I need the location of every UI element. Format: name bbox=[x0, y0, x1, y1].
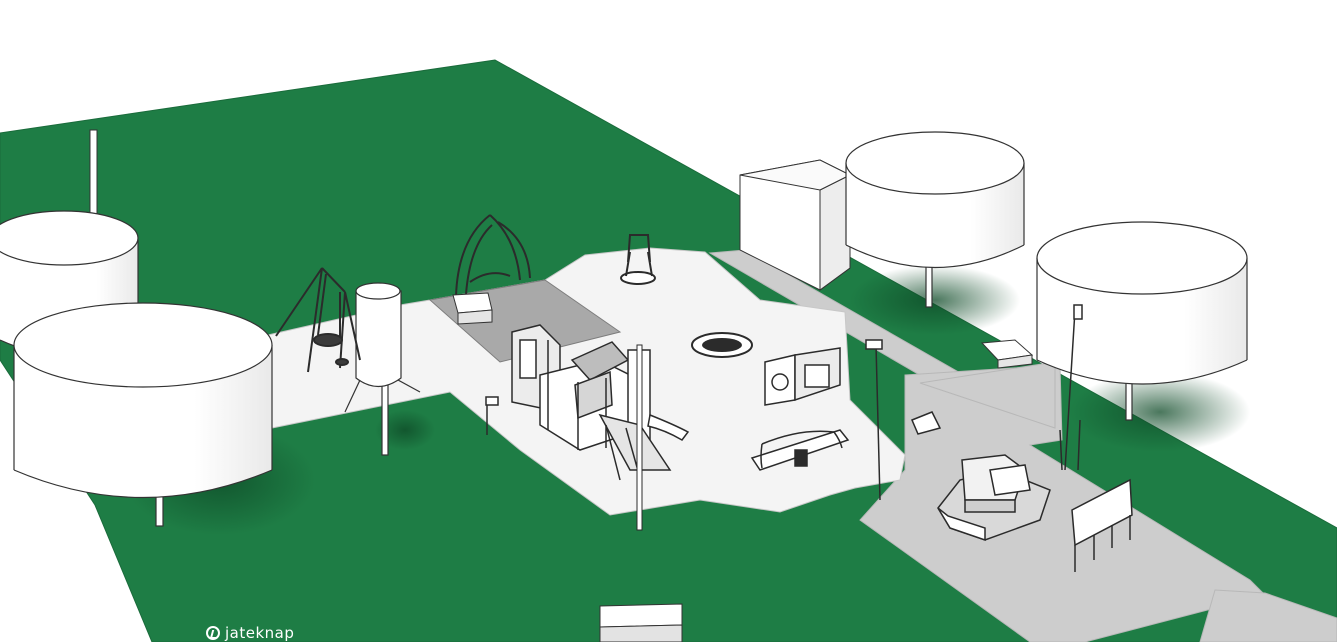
paved-paths bbox=[708, 249, 1337, 642]
bench-block bbox=[452, 292, 493, 325]
climbing-wall-panels bbox=[1059, 419, 1133, 572]
lamp-posts bbox=[865, 304, 1083, 501]
castle-play-house bbox=[764, 347, 841, 406]
light-pole bbox=[89, 129, 98, 216]
tunnel-bench bbox=[750, 429, 850, 471]
path-lower-right bbox=[1199, 589, 1337, 642]
brand-logo-text: jateknap bbox=[225, 624, 295, 642]
tree-right-front bbox=[1036, 221, 1248, 421]
white-box-structure bbox=[739, 159, 852, 291]
nest-swing bbox=[275, 267, 361, 373]
tree-left-front bbox=[13, 302, 273, 527]
arch-swing bbox=[455, 214, 531, 297]
brand-logo-icon bbox=[206, 626, 220, 640]
brand-logo: jateknap bbox=[206, 624, 294, 642]
entrance-block bbox=[599, 603, 683, 642]
tree-right-back bbox=[845, 131, 1025, 308]
climbing-structure bbox=[511, 324, 690, 481]
path-bench bbox=[980, 339, 1034, 369]
tree-small-center bbox=[344, 282, 421, 456]
signpost bbox=[485, 396, 499, 435]
trampoline bbox=[691, 332, 753, 358]
plaza-stage bbox=[937, 454, 1051, 542]
center-pole bbox=[636, 344, 643, 531]
basket-swing bbox=[620, 234, 656, 285]
path-small-triangle bbox=[919, 361, 1056, 429]
spring-rocker bbox=[911, 411, 942, 435]
